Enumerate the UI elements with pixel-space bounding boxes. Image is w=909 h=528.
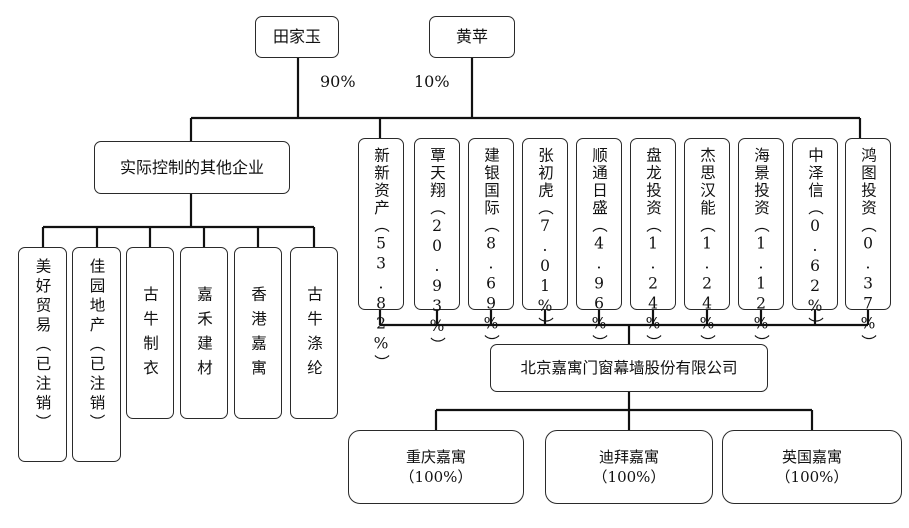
shareholder-xinxin-asset: 新新资产（53.82%） bbox=[358, 138, 404, 372]
shareholder-shuntong-risheng: 顺通日盛（4.96%） bbox=[576, 138, 622, 352]
enterprise-note: （已注销） bbox=[33, 336, 52, 434]
shareholder-panlong-investment: 盘龙投资（1.24%） bbox=[630, 138, 676, 352]
shareholder-name: 建银国际 bbox=[482, 147, 500, 217]
share-label: 10% bbox=[414, 72, 450, 91]
other-enterprises-label: 实际控制的其他企业 bbox=[119, 157, 264, 177]
shareholder-share: （1.12%） bbox=[752, 217, 770, 352]
shareholder-share: （8.69%） bbox=[482, 217, 500, 352]
shareholder-share: （0.37%） bbox=[859, 217, 877, 352]
enterprise-hk-jiayu: 香港嘉寓 bbox=[234, 247, 282, 419]
enterprise-name: 古牛制衣 bbox=[141, 286, 159, 384]
shareholder-haijing-investment: 海景投资（1.12%） bbox=[738, 138, 784, 352]
enterprise-guniu-polyester: 古牛涤纶 bbox=[290, 247, 338, 419]
owner-name: 田家玉 bbox=[272, 27, 321, 47]
enterprise-name: 佳园地产 bbox=[87, 258, 106, 336]
shareholder-ccb-international: 建银国际（8.69%） bbox=[468, 138, 514, 352]
shareholder-hongtu-investment: 鸿图投资（0.37%） bbox=[845, 138, 891, 352]
subsidiary-share: （100%） bbox=[399, 468, 473, 486]
shareholder-tan-tianxiang: 覃天翔（20.93%） bbox=[414, 138, 460, 355]
enterprise-jiahe-building: 嘉禾建材 bbox=[180, 247, 228, 419]
shareholder-share: （53.82%） bbox=[372, 217, 390, 372]
shareholder-share: （20.93%） bbox=[428, 199, 446, 355]
enterprise-name: 古牛涤纶 bbox=[305, 286, 323, 384]
enterprise-name: 香港嘉寓 bbox=[249, 286, 267, 384]
company-box: 北京嘉寓门窗幕墙股份有限公司 bbox=[490, 344, 768, 392]
subsidiary-name: 英国嘉寓 bbox=[781, 447, 842, 466]
shareholder-share: （4.96%） bbox=[590, 217, 608, 352]
subsidiary-name: 迪拜嘉寓 bbox=[598, 447, 659, 466]
shareholder-name: 海景投资 bbox=[752, 147, 770, 217]
subsidiary-uk: 英国嘉寓 （100%） bbox=[722, 430, 902, 504]
other-enterprises-box: 实际控制的其他企业 bbox=[94, 141, 290, 194]
shareholder-zhang-chuhu: 张初虎（7.01%） bbox=[522, 138, 568, 335]
subsidiary-dubai: 迪拜嘉寓 （100%） bbox=[545, 430, 713, 504]
subsidiary-name: 重庆嘉寓 bbox=[405, 447, 466, 466]
owner-tian-jiayu: 田家玉 bbox=[255, 16, 339, 58]
subsidiary-chongqing: 重庆嘉寓 （100%） bbox=[348, 430, 524, 504]
share-label: 90% bbox=[320, 72, 356, 91]
owner-huang-ping: 黄苹 bbox=[429, 16, 515, 58]
enterprise-meihao-trade: 美好贸易（已注销） bbox=[18, 247, 67, 462]
shareholder-name: 鸿图投资 bbox=[859, 147, 877, 217]
owner-name: 黄苹 bbox=[455, 27, 488, 47]
shareholder-share: （1.24%） bbox=[644, 217, 662, 352]
shareholder-name: 盘龙投资 bbox=[644, 147, 662, 217]
shareholder-name: 覃天翔 bbox=[428, 147, 446, 200]
company-name: 北京嘉寓门窗幕墙股份有限公司 bbox=[520, 358, 738, 377]
enterprise-jiayuan-realestate: 佳园地产（已注销） bbox=[72, 247, 121, 462]
subsidiary-share: （100%） bbox=[592, 468, 666, 486]
shareholder-name: 杰思汉能 bbox=[698, 147, 716, 217]
shareholder-share: （1.24%） bbox=[698, 217, 716, 352]
shareholder-share: （7.01%） bbox=[536, 199, 554, 335]
enterprise-guniu-garment: 古牛制衣 bbox=[126, 247, 174, 419]
shareholder-share: （0.62%） bbox=[806, 199, 824, 335]
shareholder-name: 新新资产 bbox=[372, 147, 390, 217]
shareholder-name: 中泽信 bbox=[806, 147, 824, 200]
enterprise-note: （已注销） bbox=[87, 336, 106, 434]
shareholder-jiesi-hanneng: 杰思汉能（1.24%） bbox=[684, 138, 730, 352]
shareholder-zhongzexin: 中泽信（0.62%） bbox=[792, 138, 838, 335]
enterprise-name: 嘉禾建材 bbox=[195, 286, 213, 384]
enterprise-name: 美好贸易 bbox=[33, 258, 52, 336]
shareholder-name: 顺通日盛 bbox=[590, 147, 608, 217]
shareholder-name: 张初虎 bbox=[536, 147, 554, 200]
subsidiary-share: （100%） bbox=[775, 468, 849, 486]
